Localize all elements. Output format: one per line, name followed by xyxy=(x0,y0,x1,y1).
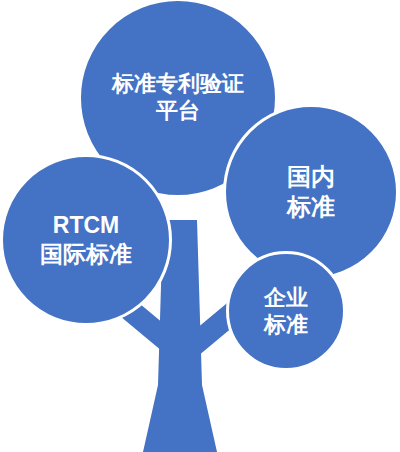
circle-shape xyxy=(226,251,346,371)
label-wrap: RTCM 国际标准 xyxy=(0,154,172,326)
circle-node: 企业 标准 xyxy=(226,251,346,371)
circle-shape xyxy=(2,156,171,325)
label-wrap: 标准专利验证 平台 xyxy=(78,0,278,198)
circle-shape xyxy=(228,253,345,370)
label-wrap: 企业 标准 xyxy=(226,251,346,371)
node-label: 国内 标准 xyxy=(271,162,351,222)
node-label: RTCM 国际标准 xyxy=(26,211,146,269)
text-column: 企业 标准 xyxy=(251,284,321,339)
circle-node: RTCM 国际标准 xyxy=(0,154,172,326)
text-column: 标准专利验证 平台 xyxy=(93,71,263,125)
circle-node: 国内 标准 xyxy=(223,104,399,280)
circle-shape xyxy=(225,106,398,279)
text-column: RTCM 国际标准 xyxy=(26,211,146,269)
circle-shape xyxy=(223,104,399,280)
text-column: 国内 标准 xyxy=(271,162,351,222)
node-label: 企业 标准 xyxy=(251,284,321,339)
circle-shape xyxy=(0,154,172,326)
circle-node: 标准专利验证 平台 xyxy=(78,0,278,198)
label-wrap: 国内 标准 xyxy=(223,104,399,280)
node-label: 标准专利验证 平台 xyxy=(93,71,263,125)
